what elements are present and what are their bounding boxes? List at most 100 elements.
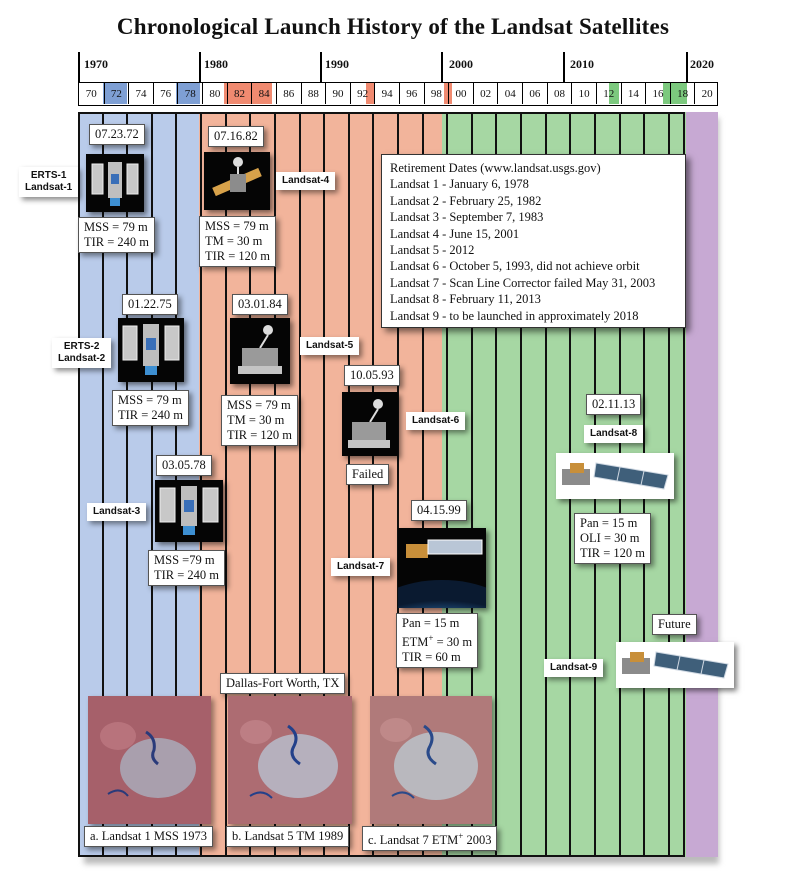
launch-year-highlight: [366, 83, 374, 104]
decade-tick: [320, 52, 322, 82]
satellite-icon: [91, 162, 139, 206]
satellite-image-landsat8: [556, 453, 674, 499]
grid-line: [224, 112, 227, 857]
launch-date-landsat2: 01.22.75: [122, 294, 178, 315]
retirement-line: Landsat 9 - to be launched in approximat…: [390, 308, 639, 323]
year-cell-10: 10: [571, 83, 596, 104]
satellite-icon: [212, 157, 262, 197]
year-cell-92: 92: [349, 83, 375, 104]
satellite-icon: [348, 399, 390, 448]
grid-line: [495, 112, 498, 857]
year-cell-84: 84: [251, 83, 276, 104]
satellite-icon: [159, 486, 219, 535]
page-title: Chronological Launch History of the Land…: [116, 14, 670, 39]
decade-label: 2020: [690, 57, 714, 71]
decade-tick: [441, 52, 443, 82]
satellite-label-landsat5: Landsat-5: [300, 337, 360, 355]
year-cell-08: 08: [546, 83, 572, 104]
specs-landsat7: Pan = 15 m ETM+ = 30 m TIR = 60 m: [396, 613, 479, 669]
grid-line: [421, 112, 424, 857]
satellite-image-landsat4: [204, 152, 270, 210]
decade-tick: [78, 52, 80, 82]
launch-date-landsat5: 03.01.84: [232, 294, 288, 315]
satellite-label-landsat9: Landsat-9: [544, 659, 604, 677]
launch-date-landsat1: 07.23.72: [89, 124, 145, 145]
location-label: Dallas-Fort Worth, TX: [220, 673, 346, 694]
grid-line: [470, 112, 473, 857]
future-label-landsat9: Future: [652, 614, 697, 635]
year-cell-88: 88: [300, 83, 326, 104]
launch-year-highlight: [663, 83, 687, 104]
retirement-line: Landsat 8 - February 11, 2013: [390, 292, 541, 307]
year-cell-98: 98: [423, 83, 449, 104]
satellite-image-landsat7: [398, 528, 486, 608]
year-cell-78: 78: [177, 83, 202, 104]
grid-line: [150, 112, 153, 857]
satellite-image-landsat5: [230, 318, 290, 384]
launch-year-highlight: [444, 83, 452, 104]
grid-line: [397, 112, 399, 857]
year-cell-76: 76: [152, 83, 178, 104]
band-2020s: [686, 112, 718, 857]
decade-label: 2000: [449, 57, 473, 71]
grid-line: [249, 112, 252, 857]
caption-c: c. Landsat 7 ETM+ 2003: [362, 826, 498, 852]
year-cell-06: 06: [522, 83, 547, 104]
decade-label: 1980: [204, 57, 228, 71]
year-cell-74: 74: [128, 83, 153, 104]
satellite-icon: [398, 539, 486, 608]
satellite-imagery: [370, 696, 492, 824]
grid-line: [544, 112, 547, 857]
retirement-line: Landsat 2 - February 25, 1982: [390, 193, 542, 208]
satellite-image-landsat2: [118, 318, 184, 382]
caption-b: b. Landsat 5 TM 1989: [226, 826, 350, 847]
satellite-icon: [562, 462, 669, 490]
year-cell-14: 14: [620, 83, 646, 104]
launch-date-landsat6: 10.05.93: [344, 365, 400, 386]
retirement-line: Landsat 6 - October 5, 1993, did not ach…: [390, 259, 640, 274]
decade-label: 1990: [325, 57, 349, 71]
launch-date-landsat7: 04.15.99: [411, 500, 467, 521]
retirement-line: Landsat 7 - Scan Line Corrector failed M…: [390, 275, 656, 290]
satellite-icon: [622, 651, 729, 679]
satellite-icon: [122, 324, 180, 375]
year-cell-02: 02: [472, 83, 498, 104]
year-cell-96: 96: [399, 83, 424, 104]
grid-line: [520, 112, 523, 857]
year-cell-86: 86: [275, 83, 301, 104]
year-cell-80: 80: [202, 83, 227, 104]
grid-line: [126, 112, 129, 857]
satellite-image-landsat3: [155, 480, 223, 542]
satellite-imagery: [228, 696, 352, 824]
image-landsat5-tm-1989: [228, 696, 352, 824]
decade-label: 2010: [570, 57, 594, 71]
satellite-image-landsat9: [616, 642, 734, 688]
timeline-frame: [78, 112, 685, 857]
year-cell-18: 18: [669, 83, 695, 104]
satellite-image-landsat6: [342, 392, 398, 456]
launch-year-highlight: [609, 83, 619, 104]
satellite-label-landsat8: Landsat-8: [584, 425, 644, 443]
launch-date-landsat8: 02.11.13: [586, 394, 642, 415]
decade-tick: [199, 52, 201, 82]
satellite-label-landsat4: Landsat-4: [276, 172, 336, 190]
launch-year-highlight: [176, 83, 200, 104]
decade-tick: [686, 52, 688, 82]
retirement-line: Landsat 1 - January 6, 1978: [390, 177, 529, 192]
year-cell-70: 70: [85, 88, 97, 100]
year-cell-20: 20: [694, 83, 719, 104]
grid-line: [323, 112, 326, 857]
satellite-label-landsat3: Landsat-3: [87, 503, 147, 521]
retirement-line: Landsat 3 - September 7, 1983: [390, 210, 544, 225]
image-landsat7-etm-2003: [370, 696, 492, 824]
year-cell-16: 16: [645, 83, 670, 104]
satellite-imagery: [88, 696, 211, 824]
year-cell-90: 90: [325, 83, 350, 104]
retirement-line: Landsat 5 - 2012: [390, 243, 475, 258]
